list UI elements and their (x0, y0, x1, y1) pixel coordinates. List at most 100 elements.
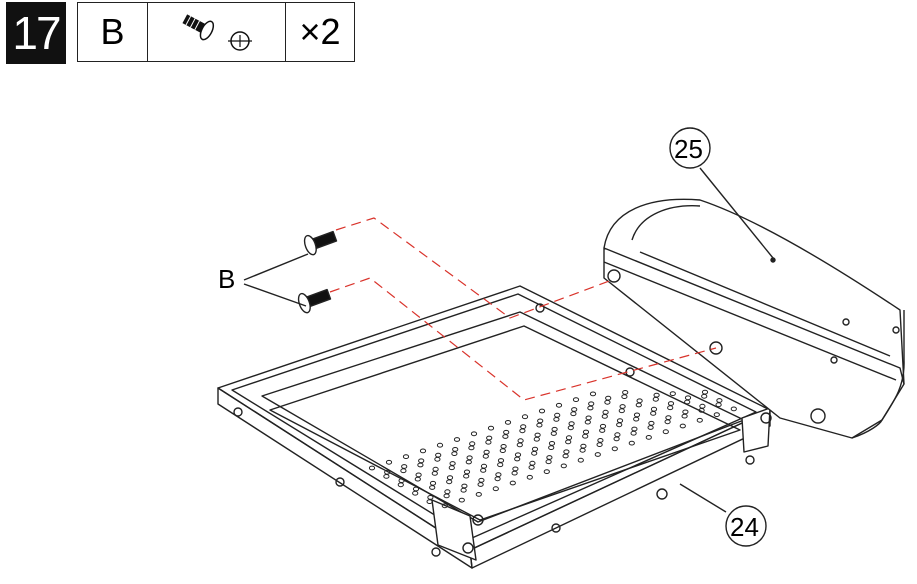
perforation-hole (645, 435, 652, 440)
perforation-hole (494, 476, 501, 482)
step-number: 17 (6, 2, 66, 64)
bracket-part-25 (603, 198, 905, 439)
perforation-hole (526, 474, 533, 480)
screw-bottom (297, 288, 332, 314)
perforation-hole (679, 423, 686, 429)
perforation-hole (402, 454, 410, 460)
perforation-hole (492, 486, 499, 492)
part-25-callout: 25 (674, 134, 703, 164)
perforation-hole (434, 456, 441, 462)
perforation-hole (470, 431, 478, 437)
perforation-hole (463, 473, 470, 479)
perforation-hole (681, 413, 688, 419)
perforation-hole (616, 422, 623, 428)
tray-holes (233, 303, 772, 557)
perforation-hole (536, 422, 543, 428)
perforation-hole (662, 429, 669, 435)
perforation-hole (383, 474, 390, 479)
perforation-hole (485, 439, 492, 445)
perforation-hole (652, 396, 659, 402)
perforation-hole (460, 487, 467, 493)
perforation-hole (368, 465, 376, 471)
perforation-hole (570, 411, 577, 417)
perforation-hole (730, 406, 737, 412)
perforation-hole (621, 394, 628, 400)
perforation-hole (448, 465, 455, 471)
perforation-hole (565, 439, 572, 445)
perforation-hole (412, 490, 419, 496)
perforation-hole (385, 459, 393, 465)
perforation-hole (594, 452, 601, 457)
perforation-hole (584, 419, 591, 425)
part-24-callout: 24 (730, 512, 759, 542)
perforation-hole (468, 445, 475, 451)
perforation-hole (528, 465, 535, 470)
perforation-hole (596, 442, 603, 448)
perforation-hole (509, 480, 516, 486)
tray-perforations (368, 389, 737, 509)
perforation-hole (419, 448, 427, 454)
perforation-hole (414, 476, 421, 482)
perforation-hole (601, 414, 608, 419)
perforation-hole (647, 425, 654, 430)
perforation-hole (514, 456, 521, 462)
perforation-hole (599, 428, 606, 433)
perforation-hole (545, 459, 552, 465)
quantity: ×2 (299, 11, 341, 52)
perforation-hole (572, 397, 580, 403)
perforation-hole (582, 433, 589, 439)
perforation-hole (429, 485, 436, 490)
perforation-hole (480, 468, 487, 473)
perforation-hole (475, 492, 482, 497)
parts-table: B ×2 (77, 2, 355, 62)
perforation-hole (465, 459, 472, 465)
perforation-hole (628, 440, 635, 446)
part-letter: B (78, 3, 148, 61)
perforation-hole (562, 453, 569, 459)
perforation-hole (701, 393, 708, 399)
screw-top (303, 230, 338, 256)
perforation-hole (567, 425, 574, 431)
perforation-hole (667, 405, 674, 411)
perforation-hole (589, 391, 597, 397)
perforation-hole (618, 408, 625, 414)
perforation-hole (698, 408, 705, 413)
perforation-hole (604, 399, 611, 405)
perforation-hole (579, 447, 586, 453)
perforation-hole (664, 419, 671, 425)
perforation-hole (548, 445, 555, 451)
screw-icon-cell (148, 3, 286, 61)
perforation-hole (458, 497, 465, 503)
screw-callout-label: B (218, 264, 235, 294)
perforation-hole (696, 417, 703, 423)
perforation-hole (538, 408, 546, 414)
perforation-hole (426, 499, 433, 505)
callout-leaders (243, 127, 774, 547)
perforation-hole (713, 412, 720, 418)
perforation-hole (453, 437, 461, 442)
perforation-hole (533, 436, 540, 442)
perforation-hole (521, 414, 529, 420)
perforation-hole (436, 442, 444, 448)
perforation-hole (446, 479, 453, 485)
screw-with-phillips-head-icon (181, 14, 252, 51)
perforation-hole (441, 503, 448, 509)
perforation-hole (443, 493, 450, 499)
perforation-hole (477, 482, 484, 487)
perforation-hole (611, 446, 618, 452)
perforation-hole (519, 428, 526, 434)
perforation-hole (400, 468, 407, 474)
perforation-hole (487, 425, 495, 431)
perforation-hole (635, 402, 642, 408)
perforation-hole (587, 405, 594, 411)
perforation-hole (482, 453, 489, 459)
perforation-hole (550, 431, 557, 436)
perforation-hole (502, 434, 509, 439)
perforation-hole (669, 391, 676, 397)
perforation-hole (577, 457, 584, 463)
perforation-hole (555, 402, 563, 408)
perforation-hole (511, 470, 518, 476)
perforation-hole (531, 450, 538, 456)
perforation-hole (497, 462, 504, 468)
